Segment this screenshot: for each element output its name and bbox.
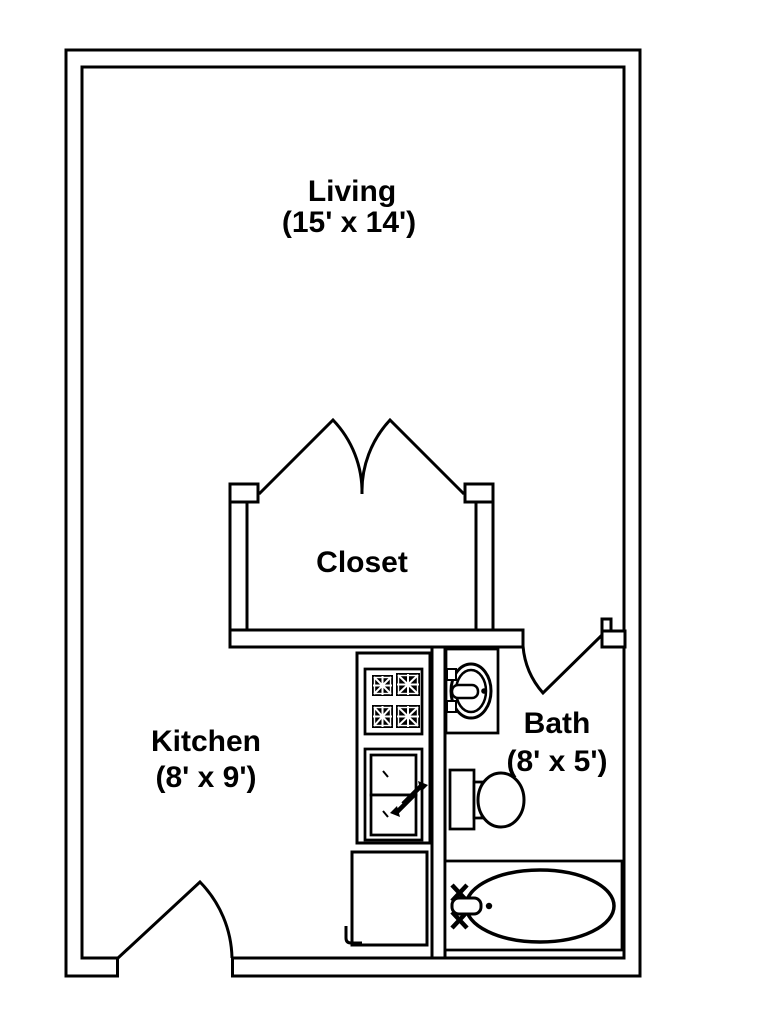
interior-walls [228,482,627,960]
kitchen-label: Kitchen [151,725,261,758]
closet-label: Closet [316,546,408,579]
refrigerator-icon [344,850,429,947]
burner-bottom-right [396,705,420,728]
bath-door-jamb [600,629,627,649]
entry-gap [116,952,234,982]
vanity-sink-icon [444,647,500,735]
inner-wall-line [80,65,626,960]
drain-marks [382,770,389,818]
tub-spout [450,896,483,916]
entry-gap-caps [116,956,234,978]
refrigerator-handle [344,926,362,945]
range-4-burner-icon [363,667,424,736]
kitchen-dimensions: (8' x 9') [156,761,257,794]
living-room-label: Living [308,175,396,208]
burner-top-left [372,675,393,696]
sink-handle-bottom [446,700,457,713]
living-room-dimensions: (15' x 14') [282,206,416,239]
closet-right-wall [474,500,495,632]
outer-walls [64,48,642,982]
sink-spout [450,683,480,700]
kitchen-bath-north-wall [228,628,525,649]
burner-bottom-left [372,705,393,728]
closet-left-jamb [228,482,260,504]
bath-label: Bath [524,707,591,740]
double-basin-sink-icon [363,747,428,842]
burner-top-right [396,673,420,696]
closet-right-jamb [463,482,495,504]
closet-walls [228,482,495,632]
bathtub-icon [443,859,624,952]
bath-door-swing [521,633,604,696]
bath-dimensions: (8' x 5') [507,745,608,778]
closet-double-door-swing [257,417,466,496]
closet-left-wall [228,500,249,632]
kitchen-bath-divider-wall [430,645,447,960]
faucet-valve-symbol [390,781,428,817]
toilet-icon [448,768,526,831]
entry-door-swing [116,879,234,960]
sink-handle-top [446,668,457,681]
sink-drain-dot [481,688,487,694]
tub-drain-dot [485,902,493,910]
